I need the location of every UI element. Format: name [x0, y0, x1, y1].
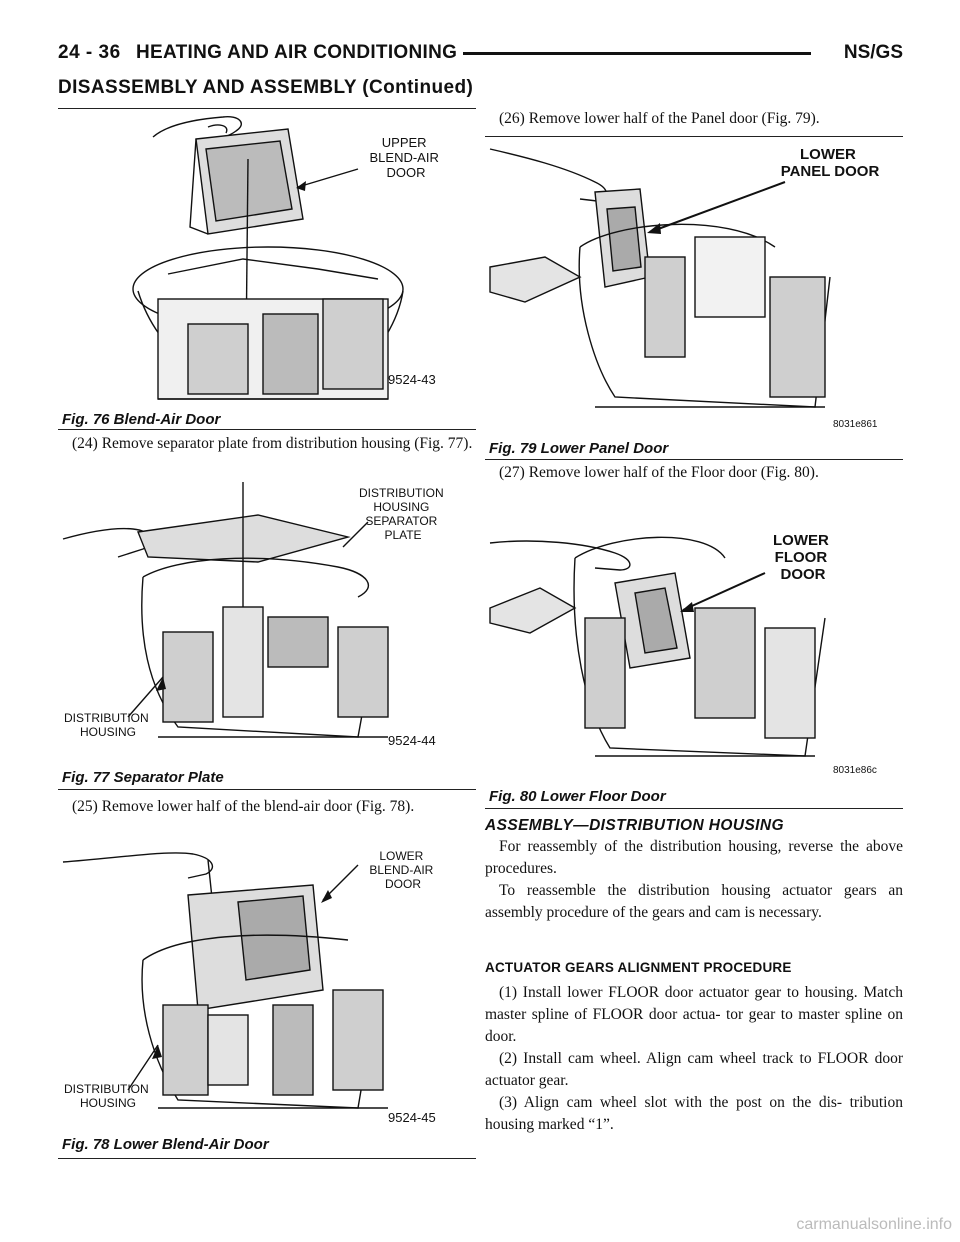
svg-text:UPPER BLEND-AIR DO: UPPER BLEND-AIR DOOR: [370, 135, 443, 180]
assembly-text: For reassembly of the distribution housi…: [485, 836, 903, 924]
header-rule: [463, 52, 811, 55]
svg-text:LOWER FLOOR DOOR: LOWER FLOOR DOOR: [773, 532, 833, 583]
step-24: (24) Remove separator plate from distrib…: [72, 435, 473, 452]
page-number: 24 - 36: [58, 42, 121, 63]
procedure-heading: ACTUATOR GEARS ALIGNMENT PROCEDURE: [485, 960, 792, 975]
fig79-label-line: PANEL DOOR: [781, 163, 880, 180]
procedure-step-1: (1) Install lower FLOOR door actuator ge…: [485, 984, 903, 1045]
procedure-steps: (1) Install lower FLOOR door actuator ge…: [485, 982, 903, 1136]
svg-text:LOWER PANEL DOOR: LOWER PANEL DOOR: [781, 146, 880, 180]
svg-text:LOWER BLEND-AIR DO: LOWER BLEND-AIR DOOR: [369, 849, 436, 891]
fig76-label-line: DOOR: [387, 165, 426, 180]
fig78-label2-line: HOUSING: [80, 1096, 136, 1110]
fig78-label-line: BLEND-AIR: [369, 863, 433, 877]
assembly-paragraph-2: To reassemble the distribution housing a…: [485, 882, 903, 921]
fig80-label-line: DOOR: [781, 566, 826, 583]
fig76-label-line: BLEND-AIR: [370, 150, 439, 165]
svg-text:DISTRIBUTION HOUSING: DISTRIBUTION HOUSING: [64, 1082, 152, 1110]
step-26: (26) Remove lower half of the Panel door…: [499, 110, 820, 127]
fig79-caption: Fig. 79 Lower Panel Door: [489, 440, 669, 457]
figure-80: LOWER FLOOR DOOR 8031e86c Fig. 80 Lower …: [485, 498, 903, 809]
fig77-label-line: PLATE: [384, 528, 421, 542]
figure-78: LOWER BLEND-AIR DOOR DISTRIBUTION HOUSIN…: [58, 840, 476, 1159]
section-title: HEATING AND AIR CONDITIONING: [136, 42, 458, 63]
procedure-step-3: (3) Align cam wheel slot with the post o…: [485, 1094, 903, 1133]
section-subheading: DISASSEMBLY AND ASSEMBLY (Continued): [58, 77, 474, 98]
fig78-code: 9524-45: [388, 1110, 436, 1125]
fig77-code: 9524-44: [388, 733, 436, 748]
watermark[interactable]: carmanualsonline.info: [796, 1216, 952, 1233]
fig77-label2-line: DISTRIBUTION: [64, 711, 149, 725]
fig78-label2-line: DISTRIBUTION: [64, 1082, 149, 1096]
svg-text:DISTRIBUTION HOUSING: DISTRIBUTION HOUSING SEPARATOR PLATE: [359, 486, 447, 542]
figure-79: LOWER PANEL DOOR 8031e861 Fig. 79 Lower …: [485, 136, 903, 460]
fig76-illustration: UPPER BLEND-AIR DOOR 9524-43: [132, 116, 443, 400]
fig79-label-line: LOWER: [800, 146, 856, 163]
step-27: (27) Remove lower half of the Floor door…: [499, 464, 819, 481]
fig80-caption: Fig. 80 Lower Floor Door: [489, 788, 666, 805]
fig80-illustration: LOWER FLOOR DOOR 8031e86c: [489, 532, 877, 776]
fig78-illustration: LOWER BLEND-AIR DOOR DISTRIBUTION HOUSIN…: [62, 849, 436, 1125]
fig78-caption: Fig. 78 Lower Blend-Air Door: [62, 1136, 269, 1153]
fig77-label-line: HOUSING: [373, 500, 429, 514]
fig76-code: 9524-43: [388, 372, 436, 387]
page-header: 24 - 36 HEATING AND AIR CONDITIONING NS/…: [58, 42, 903, 74]
fig77-illustration: DISTRIBUTION HOUSING SEPARATOR PLATE DIS…: [62, 482, 447, 748]
fig78-label-line: LOWER: [379, 849, 423, 863]
svg-text:DISTRIBUTION HOUSING: DISTRIBUTION HOUSING: [64, 711, 152, 739]
fig76-caption: Fig. 76 Blend-Air Door: [62, 411, 221, 428]
procedure-step-2: (2) Install cam wheel. Align cam wheel t…: [485, 1050, 903, 1089]
fig79-illustration: LOWER PANEL DOOR 8031e861: [489, 146, 880, 430]
model-code: NS/GS: [843, 42, 903, 63]
fig77-caption: Fig. 77 Separator Plate: [62, 769, 224, 786]
figure-76: UPPER BLEND-AIR DOOR 9524-43 Fig. 76 Ble…: [58, 108, 476, 430]
assembly-paragraph-1: For reassembly of the distribution housi…: [485, 838, 903, 877]
fig77-label2-line: HOUSING: [80, 725, 136, 739]
fig77-label-line: DISTRIBUTION: [359, 486, 444, 500]
assembly-heading: ASSEMBLY—DISTRIBUTION HOUSING: [485, 817, 784, 834]
fig79-code: 8031e861: [833, 419, 878, 430]
fig80-label-line: FLOOR: [775, 549, 828, 566]
step-25: (25) Remove lower half of the blend-air …: [72, 798, 415, 815]
fig77-label-line: SEPARATOR: [365, 514, 437, 528]
fig78-label-line: DOOR: [385, 877, 421, 891]
fig76-label-line: UPPER: [382, 135, 427, 150]
figure-77: DISTRIBUTION HOUSING SEPARATOR PLATE DIS…: [58, 477, 476, 790]
fig80-code: 8031e86c: [833, 765, 877, 776]
fig80-label-line: LOWER: [773, 532, 829, 549]
